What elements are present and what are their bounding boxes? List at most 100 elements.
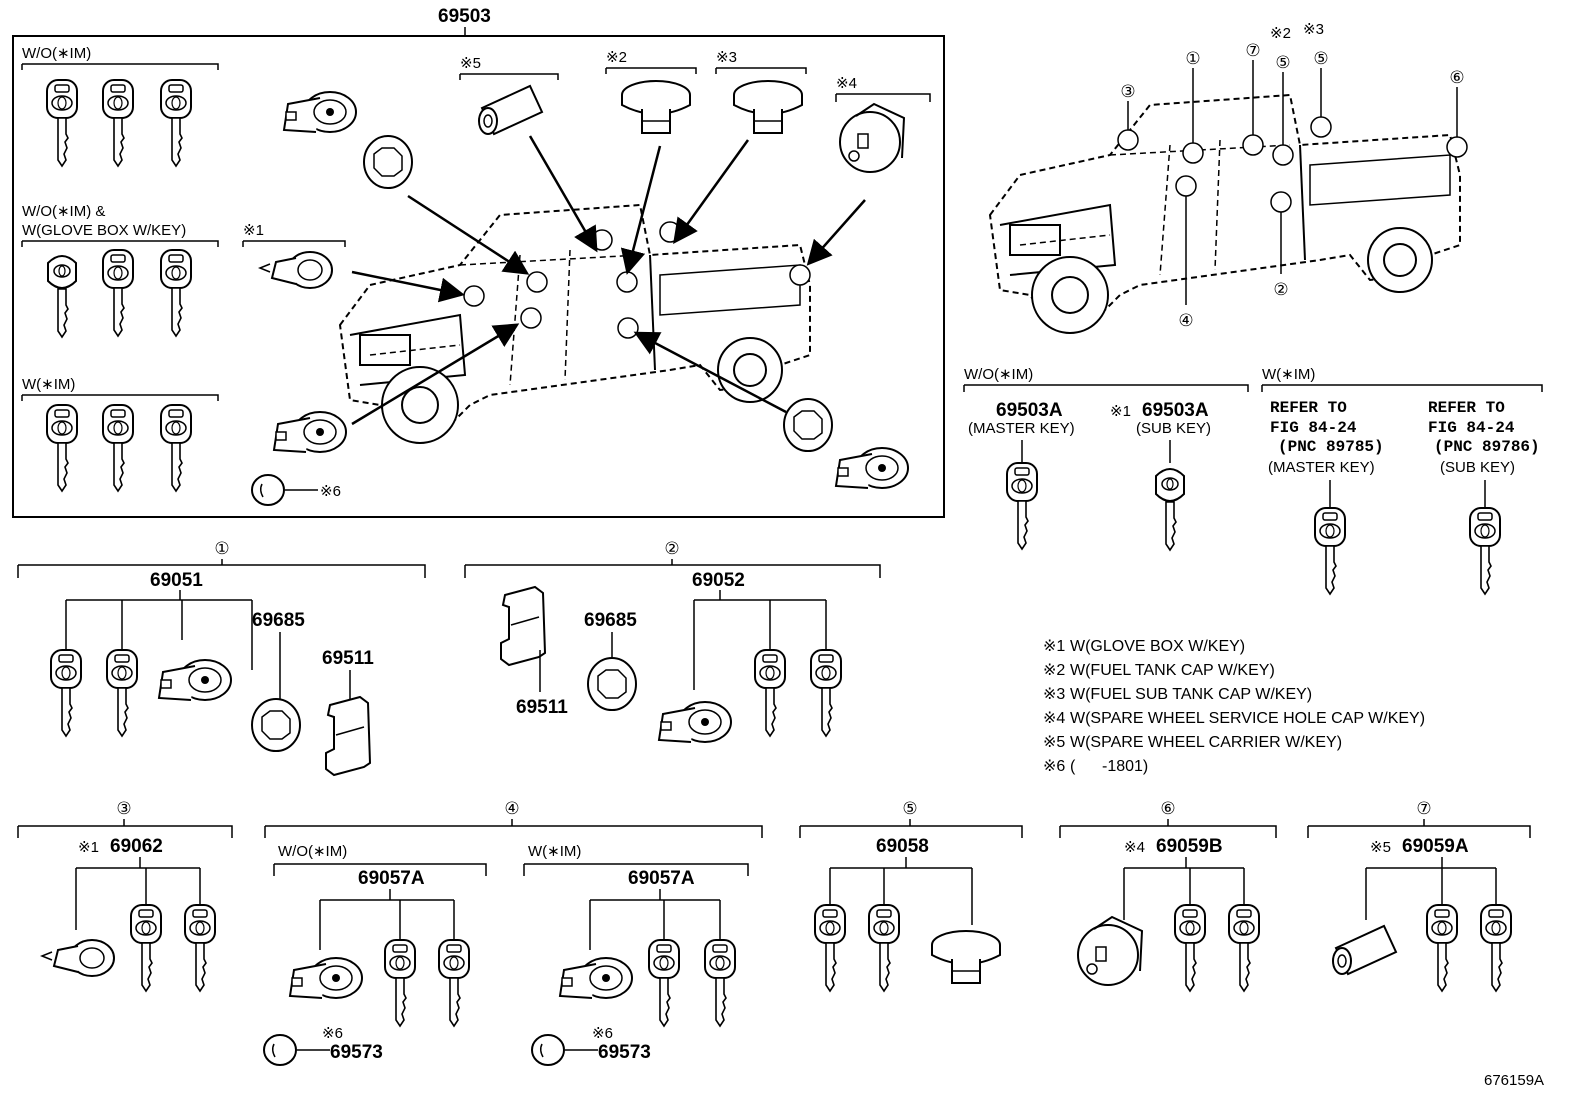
cap-icon [263, 1034, 297, 1066]
fuel-cap-lock-icon [931, 930, 1001, 984]
note-text: W(FUEL TANK CAP W/KEY) [1070, 662, 1275, 679]
section-7-index: ⑦ [1416, 799, 1431, 818]
notes-list: ※1 W(GLOVE BOX W/KEY) ※2 W(FUEL TANK CAP… [1043, 638, 1425, 775]
truck-illustration [339, 204, 811, 444]
key-icon [648, 939, 680, 1027]
cap-icon [251, 474, 285, 506]
key-icon [106, 649, 138, 737]
section-6-part: 69059B [1156, 836, 1223, 857]
section-1-sub2: 69511 [322, 648, 374, 669]
key-icon [130, 904, 162, 992]
sub-key-icon [1155, 468, 1185, 551]
sub-key-label: (SUB KEY) [1136, 420, 1211, 437]
master-key-label: (MASTER KEY) [968, 420, 1075, 437]
sub-key-icon [47, 255, 77, 338]
section-3-index: ③ [116, 799, 131, 818]
key-icon [810, 649, 842, 737]
key-icon [46, 404, 78, 492]
section-6-mark: ※4 [1124, 839, 1145, 856]
sub-key-mark: ※1 [1110, 403, 1131, 420]
key-icon [438, 939, 470, 1027]
section-2-sub1: 69685 [584, 610, 637, 631]
section-4-index: ④ [504, 799, 519, 818]
section-6-index: ⑥ [1160, 799, 1175, 818]
callout-4: ④ [1178, 311, 1193, 330]
section-4-left-part: 69057A [358, 868, 425, 889]
keys-without-im-header: W/O(∗IM) [964, 366, 1033, 383]
key-icon [384, 939, 416, 1027]
callout-2: ② [1273, 280, 1288, 299]
key-icon [704, 939, 736, 1027]
master-key-icon [1314, 507, 1346, 595]
master-key-icon [1006, 462, 1038, 550]
callout-3: ③ [1120, 82, 1135, 101]
section-4-right-header: W(∗IM) [528, 843, 581, 860]
keys-with-im-header: W(∗IM) [1262, 366, 1315, 383]
master-ref-line-1: REFER TO [1270, 399, 1347, 417]
mark-3: ※3 [716, 49, 737, 66]
sub-ref-line-2: FIG 84-24 [1428, 419, 1515, 437]
master-ref-label: (MASTER KEY) [1268, 459, 1375, 476]
figure-id: 676159A [1484, 1072, 1544, 1089]
section-4-right-part: 69057A [628, 868, 695, 889]
main-assembly-part-number: 69503 [438, 6, 491, 27]
trim-ring-icon [251, 698, 301, 752]
mark-1: ※1 [243, 222, 264, 239]
ignition-cylinder-icon [273, 411, 347, 453]
key-icon [1174, 904, 1206, 992]
key-icon [1426, 904, 1458, 992]
key-icon [184, 904, 216, 992]
key-icon [160, 79, 192, 167]
trim-ring-icon [363, 135, 413, 189]
note-mark: ※3 [1043, 686, 1065, 703]
section-4-left-header: W/O(∗IM) [278, 843, 347, 860]
key-icon [754, 649, 786, 737]
callout-1: ① [1185, 49, 1200, 68]
door-lock-cylinder-icon [158, 659, 232, 701]
trim-ring-icon [783, 398, 833, 452]
clip-icon [325, 696, 371, 776]
section-2-part: 69052 [692, 570, 745, 591]
master-key-part: 69503A [996, 400, 1063, 421]
section-3-mark: ※1 [78, 839, 99, 856]
key-icon [814, 904, 846, 992]
key-icon [160, 404, 192, 492]
group-label-without-im-glove: W/O(∗IM) & [22, 203, 105, 220]
sub-ref-line-3: (PNC 89786) [1434, 438, 1540, 456]
note-text: W(FUEL SUB TANK CAP W/KEY) [1070, 686, 1312, 703]
glove-box-lock-icon [41, 939, 115, 977]
callout-7: ⑦ [1245, 41, 1260, 60]
trim-ring-icon [587, 657, 637, 711]
door-lock-cylinder-icon [835, 447, 909, 489]
note-text: ( -1801) [1070, 758, 1148, 775]
section-1-index: ① [214, 539, 229, 558]
note-mark: ※1 [1043, 638, 1065, 655]
key-icon [1480, 904, 1512, 992]
section-4-right-cap: 69573 [598, 1042, 651, 1063]
fuel-cap-lock-icon [621, 80, 691, 134]
master-ref-line-3: (PNC 89785) [1278, 438, 1384, 456]
section-7-part: 69059A [1402, 836, 1469, 857]
key-icon [1228, 904, 1260, 992]
callout-5a: ⑤ [1275, 53, 1290, 72]
callout-5b: ⑤ [1313, 49, 1328, 68]
clip-icon [500, 586, 546, 666]
key-icon [50, 649, 82, 737]
sub-fuel-cap-lock-icon [733, 80, 803, 134]
section-5-index: ⑤ [902, 799, 917, 818]
section-1-sub1: 69685 [252, 610, 305, 631]
group-label-without-im: W/O(∗IM) [22, 45, 91, 62]
key-icon [160, 249, 192, 337]
note-mark: ※6 [1043, 758, 1065, 775]
spare-carrier-lock-icon [1332, 925, 1397, 975]
callout-6: ⑥ [1449, 68, 1464, 87]
mark-4: ※4 [836, 75, 857, 92]
section-7-mark: ※5 [1370, 839, 1391, 856]
sub-ref-label: (SUB KEY) [1440, 459, 1515, 476]
spare-hole-cap-icon [839, 103, 905, 173]
door-lock-cylinder-icon [283, 91, 357, 133]
key-icon [102, 404, 134, 492]
note-mark: ※2 [1043, 662, 1065, 679]
vehicle-location-illustration [989, 94, 1461, 334]
